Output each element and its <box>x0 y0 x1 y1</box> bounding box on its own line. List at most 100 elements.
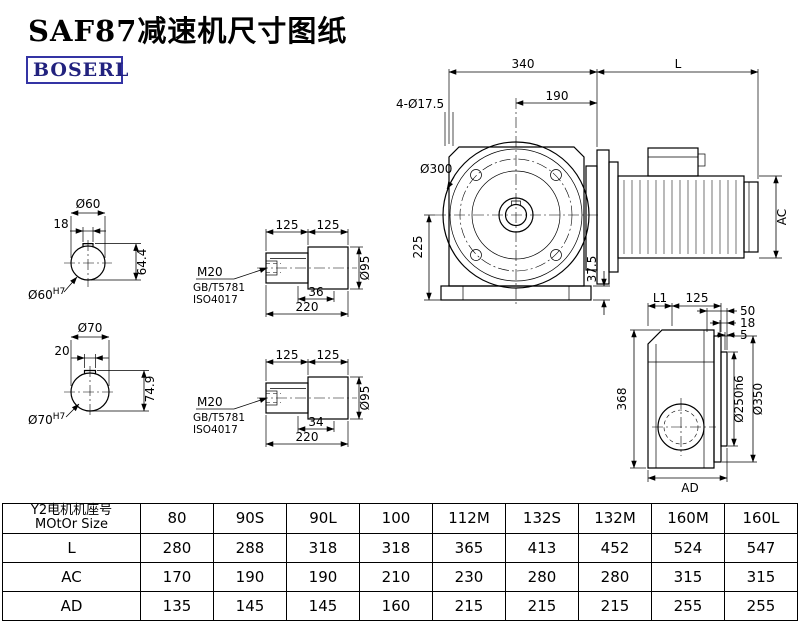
std-iso-bottom: ISO4017 <box>193 424 238 436</box>
adapter-plate-a <box>585 165 598 271</box>
value-cell: 215 <box>505 590 579 621</box>
value-cell: 413 <box>505 532 579 563</box>
dim-shaft60-height: 64.4 <box>135 249 149 276</box>
fan-cover <box>743 181 759 253</box>
bore70-label: Ø70 <box>28 413 53 427</box>
dim-len2-top: 125 <box>317 218 340 232</box>
dim-50: 50 <box>740 304 755 318</box>
dim-shaft60-keywidth: 18 <box>53 217 68 231</box>
size-col-header: 132S <box>505 503 579 534</box>
dim-flange-dia: Ø300 <box>420 162 452 176</box>
table-row-AD: AD 135 145 145 160 215 215 215 255 255 <box>2 590 798 621</box>
output-shaft-top-view: 125 125 M20 GB/T5781 ISO4017 36 220 Ø95 <box>193 218 372 317</box>
dim-125-side: 125 <box>686 291 709 305</box>
value-cell: 280 <box>505 561 579 592</box>
logo-text: BOSERL <box>33 59 130 81</box>
value-cell: 160 <box>359 590 433 621</box>
shaft-60-section: Ø60 18 64.4 Ø60H7 <box>28 197 149 302</box>
row-label-AC: AC <box>2 561 141 592</box>
motor-fins <box>623 180 737 254</box>
dim-5: 5 <box>740 328 748 342</box>
dim-len2-bottom: 125 <box>317 348 340 362</box>
adapter-plate-c <box>608 161 619 273</box>
output-shaft-bottom-view: 125 125 M20 GB/T5781 ISO4017 34 220 Ø95 <box>193 348 372 447</box>
dim-total-top: 220 <box>296 300 319 314</box>
value-cell: 170 <box>140 561 214 592</box>
value-cell: 145 <box>213 590 287 621</box>
size-col-header: 160M <box>651 503 725 534</box>
dim-18-side: 18 <box>740 316 755 330</box>
dim-shaft70-keywidth: 20 <box>54 344 69 358</box>
size-col-header: 112M <box>432 503 506 534</box>
std-gb-bottom: GB/T5781 <box>193 412 245 424</box>
table-row-L: L 280 288 318 318 365 413 452 524 547 <box>2 532 798 563</box>
dim-bolt-holes: 4-Ø17.5 <box>396 97 444 111</box>
size-col-header: 90L <box>286 503 360 534</box>
motor-size-label-en: MOtOr Size <box>35 517 108 533</box>
bolt-hole-br <box>550 249 562 261</box>
output-flange-plate <box>713 335 722 463</box>
gearbox-side-view: L1 125 50 18 5 368 Ø250h6 Ø350 <box>615 291 765 495</box>
dim-keylen-bottom: 34 <box>308 415 323 429</box>
value-cell: 230 <box>432 561 506 592</box>
thread-label-bottom: M20 <box>197 395 223 409</box>
value-cell: 280 <box>140 532 214 563</box>
table-row-AC: AC 170 190 190 210 230 280 280 315 315 <box>2 561 798 592</box>
dim-total-bottom: 220 <box>296 430 319 444</box>
value-cell: 210 <box>359 561 433 592</box>
dim-shaft60-dia: Ø60 <box>76 197 101 211</box>
cable-gland <box>697 153 706 167</box>
dim-shaft60-bore: Ø60H7 <box>28 287 65 302</box>
value-cell: 318 <box>359 532 433 563</box>
motor-body <box>617 175 745 259</box>
thread-label-top: M20 <box>197 265 223 279</box>
value-cell: 547 <box>724 532 798 563</box>
dimension-table: Y2电机机座号 MOtOr Size 80 90S 90L 100 112M 1… <box>2 503 798 621</box>
dim-37-5: 37.5 <box>585 256 599 283</box>
bore70-tolerance: H7 <box>53 412 66 422</box>
value-cell: 315 <box>724 561 798 592</box>
std-gb-top: GB/T5781 <box>193 282 245 294</box>
value-cell: 280 <box>578 561 652 592</box>
dim-L: L <box>675 57 682 71</box>
value-cell: 255 <box>651 590 725 621</box>
value-cell: 190 <box>213 561 287 592</box>
page-title: SAF87减速机尺寸图纸 <box>28 14 348 48</box>
value-cell: 255 <box>724 590 798 621</box>
bolt-hole-bl <box>470 249 482 261</box>
dim-L1: L1 <box>653 291 667 305</box>
gearbox-front-view: 340 L 190 4-Ø17.5 Ø300 225 37.5 AC <box>396 57 789 315</box>
dim-shaft70-height: 74.9 <box>143 376 157 403</box>
dim-AC: AC <box>775 209 789 225</box>
dim-shaft70-dia: Ø70 <box>78 321 103 335</box>
dim-dia95-bottom: Ø95 <box>358 386 372 411</box>
dim-dia95-top: Ø95 <box>358 256 372 281</box>
dim-340: 340 <box>512 57 535 71</box>
value-cell: 145 <box>286 590 360 621</box>
foot-base <box>440 285 592 301</box>
dim-AD: AD <box>681 481 698 495</box>
value-cell: 315 <box>651 561 725 592</box>
size-col-header: 100 <box>359 503 433 534</box>
value-cell: 215 <box>432 590 506 621</box>
bolt-hole-tr <box>550 169 562 181</box>
table-header-row: Y2电机机座号 MOtOr Size 80 90S 90L 100 112M 1… <box>2 503 798 534</box>
value-cell: 288 <box>213 532 287 563</box>
bore60-label: Ø60 <box>28 288 53 302</box>
value-cell: 318 <box>286 532 360 563</box>
motor-size-header-cell: Y2电机机座号 MOtOr Size <box>2 503 141 534</box>
std-iso-top: ISO4017 <box>193 294 238 306</box>
dim-spigot-dia: Ø250h6 <box>732 375 746 423</box>
dim-len1-bottom: 125 <box>276 348 299 362</box>
value-cell: 215 <box>578 590 652 621</box>
shaft-70-section: Ø70 20 74.9 Ø70H7 <box>28 321 157 427</box>
size-col-header: 132M <box>578 503 652 534</box>
value-cell: 452 <box>578 532 652 563</box>
bore60-tolerance: H7 <box>53 287 66 297</box>
value-cell: 365 <box>432 532 506 563</box>
row-label-L: L <box>2 532 141 563</box>
boserl-logo: BOSERL <box>26 56 128 84</box>
side-housing-outline <box>647 329 715 469</box>
dim-190: 190 <box>546 89 569 103</box>
